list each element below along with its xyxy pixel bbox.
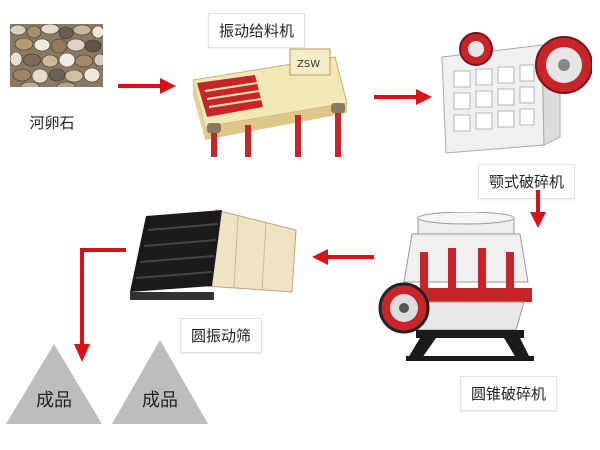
pebbles-label: 河卵石 — [22, 112, 82, 133]
product-triangle-1 — [6, 344, 102, 424]
cone-crusher-image — [378, 212, 538, 362]
vibrating-feeder-image: ZSW — [185, 45, 355, 157]
arrow-right-1 — [118, 78, 176, 94]
arrow-right-2 — [374, 89, 432, 105]
pebbles-image — [10, 24, 103, 87]
jaw-crusher-label: 颚式破碎机 — [478, 164, 575, 199]
circular-screen-image — [126, 206, 302, 306]
jaw-crusher-image — [432, 25, 592, 155]
vibrating-feeder-label: 振动给料机 — [208, 13, 305, 48]
product-label-1: 成品 — [24, 386, 84, 412]
svg-text:ZSW: ZSW — [297, 59, 320, 70]
cone-crusher-label: 圆锥破碎机 — [460, 376, 557, 411]
arrow-left-1 — [312, 249, 374, 265]
product-label-2: 成品 — [130, 386, 190, 412]
